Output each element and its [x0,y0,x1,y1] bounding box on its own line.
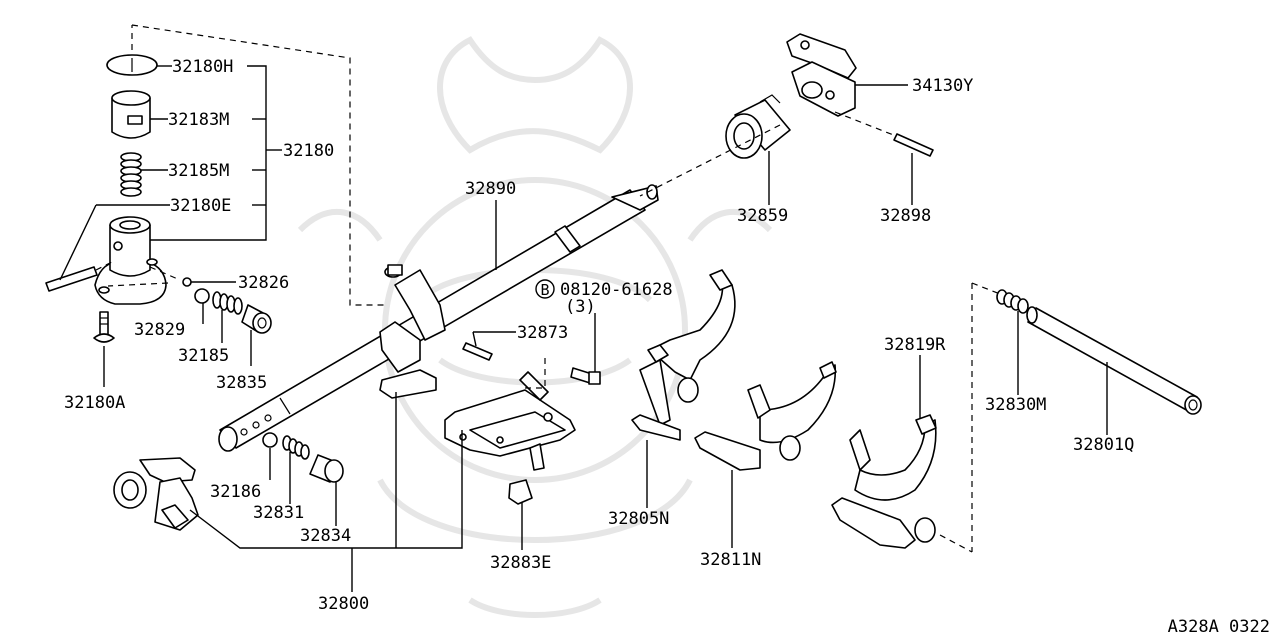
label-32185m: 32185M [168,161,229,181]
fork-32819r [831,414,937,549]
bracket-34130y [786,33,857,117]
label-32873: 32873 [517,323,568,343]
spring-32185 [212,291,243,315]
bolt-badge [535,279,555,299]
pin-32180e [45,266,98,292]
label-32801q: 32801Q [1073,435,1134,455]
label-32831: 32831 [253,503,304,523]
plunger-32183m [111,90,151,139]
bolt-callout: B 08120-61628 (3) [535,279,673,317]
label-32800: 32800 [318,594,369,614]
spring-32185m [120,152,142,197]
label-32186: 32186 [210,482,261,502]
label-32183m: 32183M [168,110,229,130]
interlock-bracket [113,457,199,531]
spring-32830m [996,289,1029,314]
label-32834: 32834 [300,526,351,546]
rod-32801q [1026,306,1202,415]
plug-32834 [309,454,344,483]
housing-32180e [94,216,167,305]
label-32890: 32890 [465,179,516,199]
label-32180h: 32180H [172,57,233,77]
pin-32873 [462,342,493,361]
label-32180: 32180 [283,141,334,161]
label-08120-61628: 08120-61628 [560,280,673,300]
ball-32826 [182,277,192,287]
shift-lever [379,264,446,399]
label-32898: 32898 [880,206,931,226]
fork-32811n [694,361,837,471]
label-32883e: 32883E [490,553,551,573]
diagram-reference-code: A328A 0322 [1168,617,1270,637]
label-32829: 32829 [134,320,185,340]
bolt-badge-letter: B [540,281,549,299]
fork-32805n [631,269,736,441]
label-32819r: 32819R [884,335,946,355]
pin-32898 [893,133,934,157]
spring-32831 [282,435,310,460]
label-32830m: 32830M [985,395,1046,415]
bushing-32859 [725,94,791,159]
label-32185: 32185 [178,346,229,366]
label-32826: 32826 [238,273,289,293]
ball-32186 [262,432,278,448]
bracket-32883 [444,371,576,471]
plug-32835 [241,304,272,334]
label-34130y: 34130Y [912,76,973,96]
label-32180a: 32180A [64,393,125,413]
block-32883e [508,479,533,505]
label-32180e: 32180E [170,196,231,216]
ball-32829 [194,288,210,304]
label-bolt-qty: (3) [565,297,596,317]
label-32805n: 32805N [608,509,669,529]
label-32835: 32835 [216,373,267,393]
label-32811n: 32811N [700,550,761,570]
bolt-32180a [93,311,115,343]
label-32859: 32859 [737,206,788,226]
